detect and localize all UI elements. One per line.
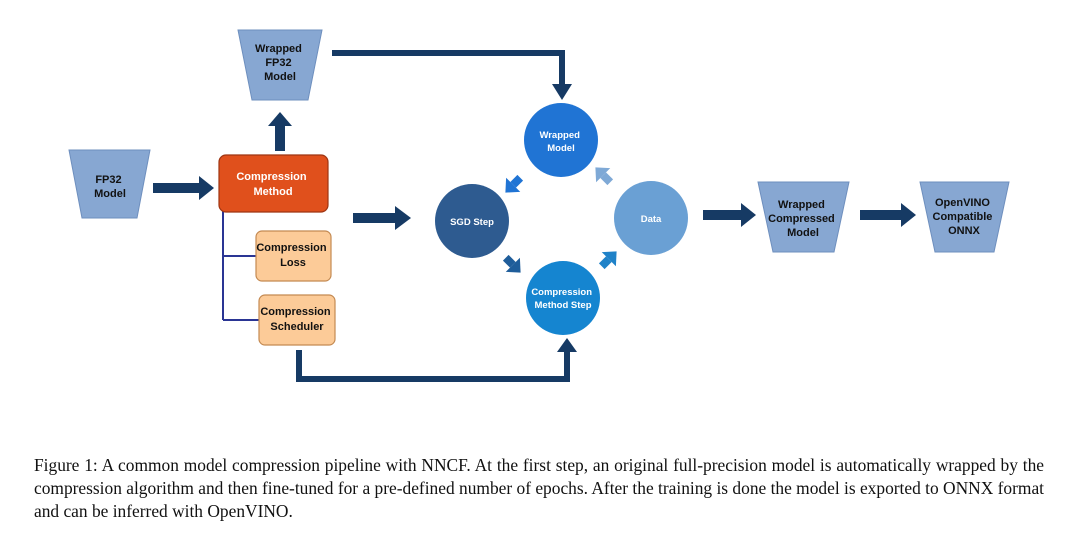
arrow-fp32-head <box>199 176 214 200</box>
loop-arrow-wrapped-to-sgd <box>505 174 524 193</box>
loop-arrow-compstep-to-data <box>598 251 617 270</box>
arrow-into-loop-head <box>395 206 411 230</box>
compression-loss-label-2: Loss <box>280 257 306 269</box>
compression-step-label-1: Compression <box>531 287 592 298</box>
arrow-export-head <box>901 203 916 227</box>
openvino-label-2: Compatible <box>933 211 993 223</box>
wrapped-compressed-model-node <box>757 181 850 253</box>
pipeline-diagram: FP32 Model Wrapped FP32 Model Wrapped Co… <box>68 29 1010 382</box>
compression-method-label-1: Compression <box>236 171 307 183</box>
wrapped-fp32-label-2: FP32 <box>265 57 291 69</box>
wrapped-model-label-1: Wrapped <box>539 130 580 141</box>
svg-text:SGD Step: SGD Step <box>450 217 494 228</box>
figure-caption: Figure 1: A common model compression pip… <box>34 455 1044 521</box>
arrow-wrappedfp32-to-wrappedmodel <box>332 50 565 84</box>
wrapped-fp32-model-node <box>237 29 323 101</box>
arrow-head <box>557 338 577 352</box>
arrow-data-out-head <box>741 203 756 227</box>
wrapped-fp32-label-3: Model <box>264 71 296 83</box>
compression-method-step-node <box>526 261 600 335</box>
tree-connector <box>222 208 259 321</box>
fp32-model-node <box>68 149 151 219</box>
arrow-up-head <box>268 112 292 126</box>
arrow-data-out-shaft <box>703 210 742 220</box>
svg-text:FP32 Model: FP32 Model <box>94 174 126 200</box>
wrapped-model-node <box>524 103 598 177</box>
wrapped-compressed-label-3: Model <box>787 227 819 239</box>
svg-text:Wrapped Compressed Mod: Wrapped Compressed Model <box>768 199 838 239</box>
loop-arrow-data-to-wrapped <box>595 167 614 186</box>
arrow-export-shaft <box>860 210 902 220</box>
wrapped-model-label-2: Model <box>547 143 574 154</box>
sgd-step-label: SGD Step <box>450 217 494 228</box>
openvino-label-1: OpenVINO <box>935 197 990 209</box>
svg-text:Compression Method: Compression Method <box>236 171 309 198</box>
compression-loss-label-1: Compression <box>256 242 327 254</box>
loop-arrow-sgd-to-compstep <box>502 254 521 273</box>
arrow-fp32-shaft <box>153 183 200 193</box>
compression-loss-node <box>255 230 332 282</box>
svg-text:Compression Loss: Compression Loss <box>256 242 329 269</box>
sgd-step-node <box>435 184 509 258</box>
compression-method-label-2: Method <box>253 186 292 198</box>
wrapped-compressed-label-2: Compressed <box>768 213 835 225</box>
openvino-label-3: ONNX <box>948 225 980 237</box>
fp32-model-label-2: Model <box>94 188 126 200</box>
arrow-up-shaft <box>275 126 285 151</box>
compression-step-label-2: Method Step <box>535 300 592 311</box>
arrow-into-loop-shaft <box>353 213 396 223</box>
svg-text:OpenVINO Compatible ON: OpenVINO Compatible ONNX <box>933 197 996 237</box>
svg-text:Wrapped Model: Wrapped Model <box>539 130 582 154</box>
svg-text:Wrapped FP32 Model: Wrapped FP32 Model <box>255 43 305 83</box>
compression-method-node <box>218 154 329 213</box>
wrapped-fp32-label-1: Wrapped <box>255 43 302 55</box>
fp32-model-label-1: FP32 <box>95 174 121 186</box>
data-node <box>614 181 688 255</box>
compression-scheduler-label-2: Scheduler <box>270 321 324 333</box>
openvino-onnx-node <box>919 181 1010 253</box>
data-label: Data <box>641 214 662 225</box>
arrow-head <box>552 84 572 100</box>
compression-scheduler-label-1: Compression <box>260 306 331 318</box>
wrapped-compressed-label-1: Wrapped <box>778 199 825 211</box>
arrow-scheduler-to-compstep <box>296 350 570 382</box>
svg-text:Data: Data <box>641 214 662 225</box>
compression-scheduler-node <box>258 294 336 346</box>
svg-text:Compression Scheduler: Compression Scheduler <box>260 306 333 333</box>
svg-text:Compression Method Step: Compression Method Step <box>531 287 594 311</box>
